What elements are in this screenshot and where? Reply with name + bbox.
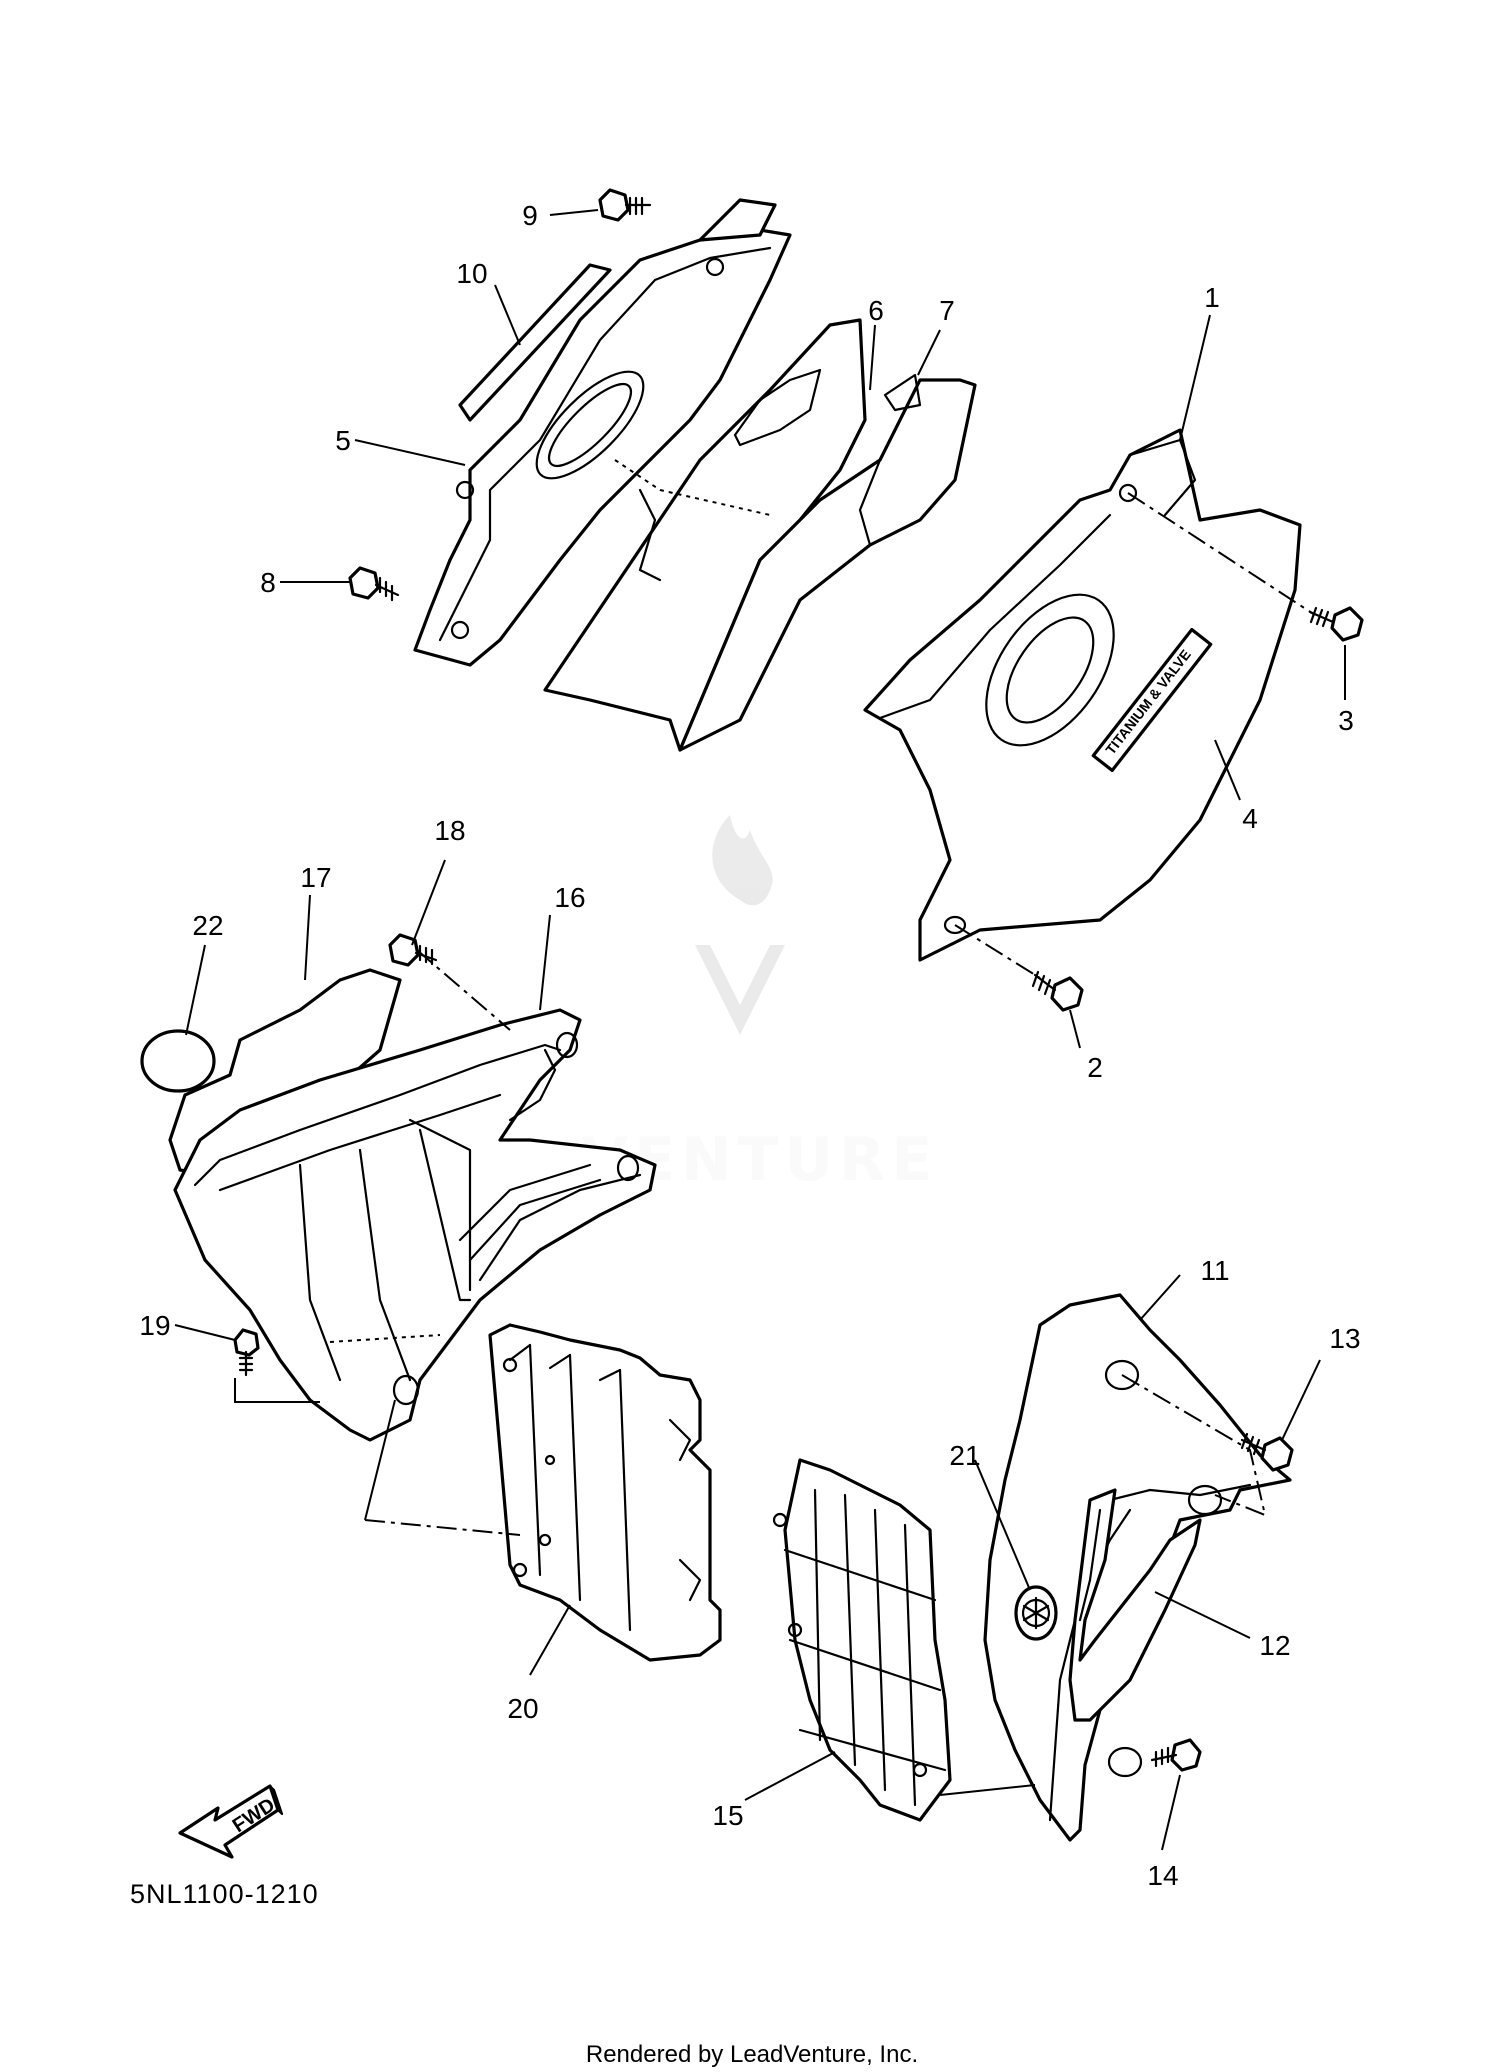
callout-13: 13 — [1329, 1323, 1360, 1354]
callout-12: 12 — [1259, 1630, 1290, 1661]
v-logo-icon — [695, 945, 785, 1035]
decal-part-10[interactable] — [458, 263, 612, 422]
callout-11: 11 — [1200, 1255, 1229, 1286]
side-cover-right-part-1[interactable] — [863, 428, 1302, 962]
callout-9: 9 — [522, 200, 538, 231]
callout-14: 14 — [1147, 1860, 1178, 1891]
callout-22: 22 — [192, 910, 223, 941]
leadventure-watermark: VENTURE — [582, 815, 932, 1195]
callout-2: 2 — [1087, 1052, 1103, 1083]
callout-6: 6 — [868, 295, 884, 326]
screw-part-19[interactable] — [233, 1328, 260, 1377]
fwd-arrow-icon: FWD — [178, 1784, 284, 1859]
radiator-cover-part-11[interactable] — [983, 1293, 1292, 1842]
callout-8: 8 — [260, 567, 276, 598]
callout-10: 10 — [456, 258, 487, 289]
callout-19: 19 — [139, 1310, 170, 1341]
screw-part-14[interactable] — [1150, 1738, 1202, 1772]
callout-20: 20 — [507, 1693, 538, 1724]
callout-5: 5 — [335, 425, 351, 456]
air-scoop-part-16[interactable] — [173, 1008, 657, 1442]
radiator-guard-part-20[interactable] — [488, 1323, 722, 1662]
side-cover-left-part-5[interactable] — [413, 198, 792, 667]
callout-3: 3 — [1338, 705, 1354, 736]
yamaha-emblem-part-21[interactable] — [1014, 1585, 1058, 1641]
callout-21: 21 — [949, 1440, 980, 1471]
callout-16: 16 — [554, 882, 585, 913]
flame-icon — [712, 815, 773, 906]
louver-part-15[interactable] — [772, 1458, 952, 1822]
screw-part-9[interactable] — [598, 188, 652, 222]
screw-part-3[interactable] — [1308, 606, 1364, 642]
screw-part-13[interactable] — [1240, 1432, 1294, 1472]
side-panel-part-7[interactable] — [678, 373, 977, 752]
cap-part-22[interactable] — [140, 1029, 216, 1093]
screw-part-2[interactable] — [1031, 970, 1084, 1012]
screw-part-8[interactable] — [348, 566, 400, 602]
callout-4: 4 — [1242, 803, 1258, 834]
stripe-decal-part-12[interactable] — [1068, 1488, 1202, 1722]
callout-15: 15 — [712, 1800, 743, 1831]
leader-lines — [174, 209, 1346, 1851]
diagram-code: 5NL1100-1210 — [130, 1879, 319, 1909]
callout-17: 17 — [300, 862, 331, 893]
callout-7: 7 — [939, 295, 955, 326]
assembly-lines — [234, 492, 1316, 1796]
callout-numbers: 1 2 3 4 5 6 7 8 9 10 11 12 13 14 15 16 1… — [139, 200, 1360, 1891]
credit-line: Rendered by LeadVenture, Inc. — [586, 2041, 918, 2068]
callout-18: 18 — [434, 815, 465, 846]
callout-1: 1 — [1204, 282, 1220, 313]
